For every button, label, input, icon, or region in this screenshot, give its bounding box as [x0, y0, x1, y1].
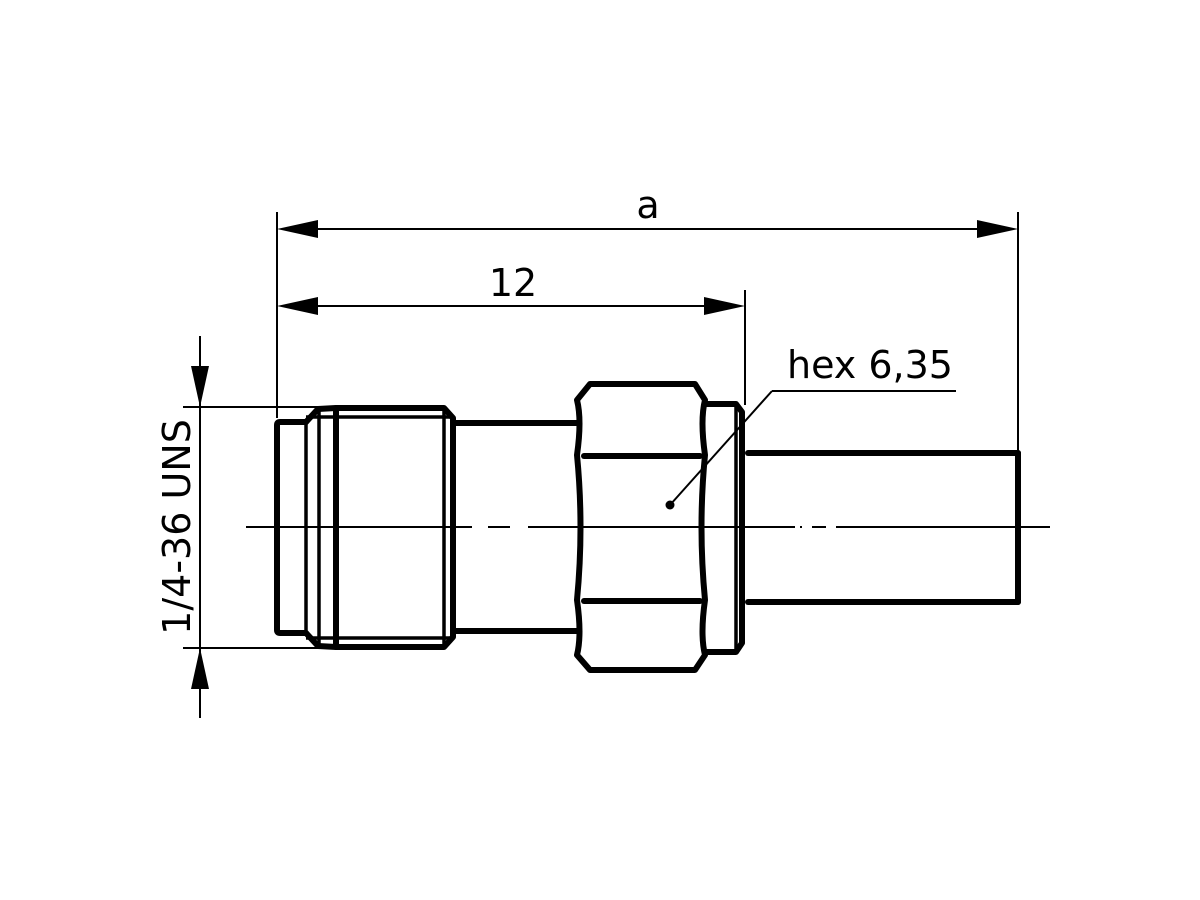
flange-ring [703, 401, 745, 655]
hex-nut [574, 381, 708, 673]
arrow-right-icon [977, 220, 1018, 238]
arrow-down-icon [191, 366, 209, 407]
thread-label: 1/4-36 UNS [155, 419, 199, 635]
dimension-a: a [276, 183, 1019, 452]
thread-coupling-section [274, 405, 456, 650]
hex-callout: hex 6,35 [665, 343, 956, 510]
dimension-12: 12 [277, 261, 746, 405]
body-section [450, 420, 580, 634]
arrow-left-icon [277, 297, 318, 315]
hex-label: hex 6,35 [787, 343, 953, 387]
arrow-right-icon [704, 297, 745, 315]
arrow-up-icon [191, 648, 209, 689]
arrow-left-icon [277, 220, 318, 238]
dimension-a-label: a [636, 183, 659, 227]
dimension-thread: 1/4-36 UNS [155, 336, 335, 718]
pin-section [745, 450, 1021, 605]
dimension-12-label: 12 [489, 261, 537, 305]
